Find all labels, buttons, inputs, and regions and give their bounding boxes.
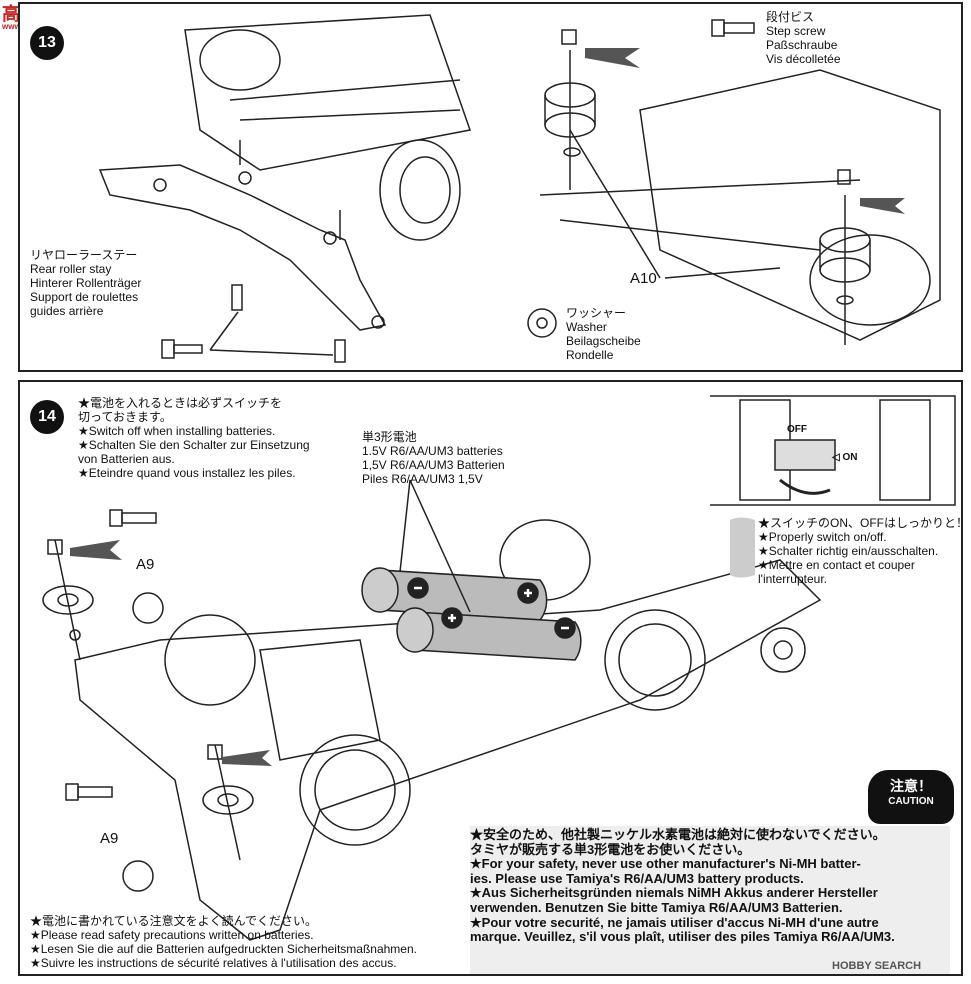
switch-on-mark: ◁ ON	[832, 452, 858, 463]
caution-line: ★Aus Sicherheitsgründen niemals NiMH Akk…	[470, 885, 878, 901]
caution-line: marque. Veuillez, s'il vous plaît, utili…	[470, 929, 895, 945]
caution-line: タミヤが販売する単3形電池をお使いください。	[470, 841, 751, 857]
switch-off-mark: OFF	[787, 424, 807, 435]
switch-note: ★スイッチのON、OFFはしっかりと！ ★Properly switch on/…	[758, 516, 968, 586]
part-a9-top-label: A9	[136, 556, 155, 573]
part-a10-label: A10	[630, 270, 657, 287]
caution-line: ★Pour votre securité, ne jamais utiliser…	[470, 914, 879, 930]
caution-line: ★For your safety, never use other manufa…	[470, 856, 861, 872]
battery-label: 単3形電池 1.5V R6/AA/UM3 batteries 1,5V R6/A…	[362, 430, 505, 486]
switch-off-note: ★電池を入れるときは必ずスイッチを 切っておきます。 ★Switch off w…	[78, 396, 310, 480]
caution-line: ★安全のため、他社製ニッケル水素電池は絶対に使わないでください。	[470, 827, 886, 842]
washer-label: ワッシャー Washer Beilagscheibe Rondelle	[566, 306, 641, 362]
caution-badge-jp: 注意！	[890, 778, 932, 794]
watermark-hobby-search: HOBBY SEARCH	[832, 960, 922, 972]
caution-badge: 注意！ CAUTION	[868, 770, 954, 824]
safety-precautions: ★電池に書かれている注意文をよく読んでください。 ★Please read sa…	[30, 914, 417, 970]
rear-roller-stay-label: リヤローラーステー Rear roller stay Hinterer Roll…	[30, 248, 142, 318]
step-14-number: 14	[30, 400, 64, 434]
caution-badge-en: CAUTION	[888, 796, 934, 807]
step-13-number: 13	[30, 26, 64, 60]
caution-line: ies. Please use Tamiya's R6/AA/UM3 batte…	[470, 870, 804, 886]
caution-line: verwenden. Benutzen Sie bitte Tamiya R6/…	[470, 899, 843, 915]
step-screw-label: 段付ビス Step screw Paßschraube Vis décollet…	[766, 10, 841, 66]
caution-text-box: ★安全のため、他社製ニッケル水素電池は絶対に使わないでください。 タミヤが販売す…	[470, 826, 950, 974]
part-a9-bottom-label: A9	[100, 830, 119, 847]
